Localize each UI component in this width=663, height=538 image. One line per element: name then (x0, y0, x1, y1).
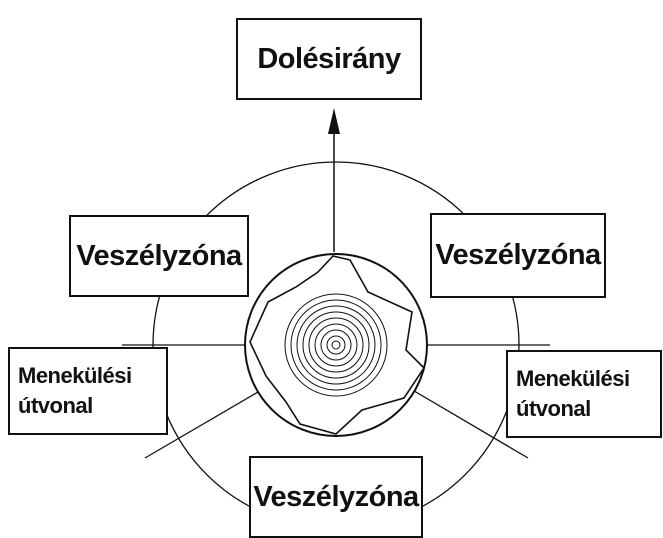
danger-zone-left-box: Veszélyzóna (69, 215, 249, 297)
stump-outer-circle (244, 253, 428, 437)
escape-route-right-line1: Menekülési (516, 366, 630, 392)
tree-ring (296, 305, 376, 385)
tree-ring (284, 293, 388, 397)
escape-route-line-left (144, 384, 271, 459)
fall-direction-label-box: Dolésirány (236, 18, 422, 100)
danger-zone-right-box: Veszélyzóna (430, 213, 606, 298)
danger-zone-bottom-label: Veszélyzóna (253, 480, 419, 513)
escape-route-left-line2: útvonal (18, 393, 93, 418)
danger-zone-left-label: Veszélyzóna (76, 239, 242, 272)
tree-ring (326, 335, 346, 355)
stump-outline (249, 255, 426, 435)
tree-rings (284, 293, 388, 397)
tree-ring (314, 323, 358, 367)
fall-direction-arrowhead (328, 108, 340, 134)
escape-route-right-box: Menekülési útvonal (506, 350, 662, 438)
tree-ring (302, 311, 370, 379)
tree-ring (290, 299, 382, 391)
fall-direction-label: Dolésirány (257, 42, 401, 75)
tree-ring (308, 317, 364, 373)
danger-zone-right-label: Veszélyzóna (435, 239, 601, 271)
escape-route-left-box: Menekülési útvonal (8, 347, 168, 435)
danger-zone-bottom-box: Veszélyzóna (249, 456, 423, 538)
escape-route-line-right (403, 384, 529, 459)
escape-route-right-line2: útvonal (516, 396, 591, 421)
tree-ring (331, 340, 341, 350)
escape-route-left-line1: Menekülési (18, 363, 132, 389)
tree-ring (320, 329, 352, 361)
